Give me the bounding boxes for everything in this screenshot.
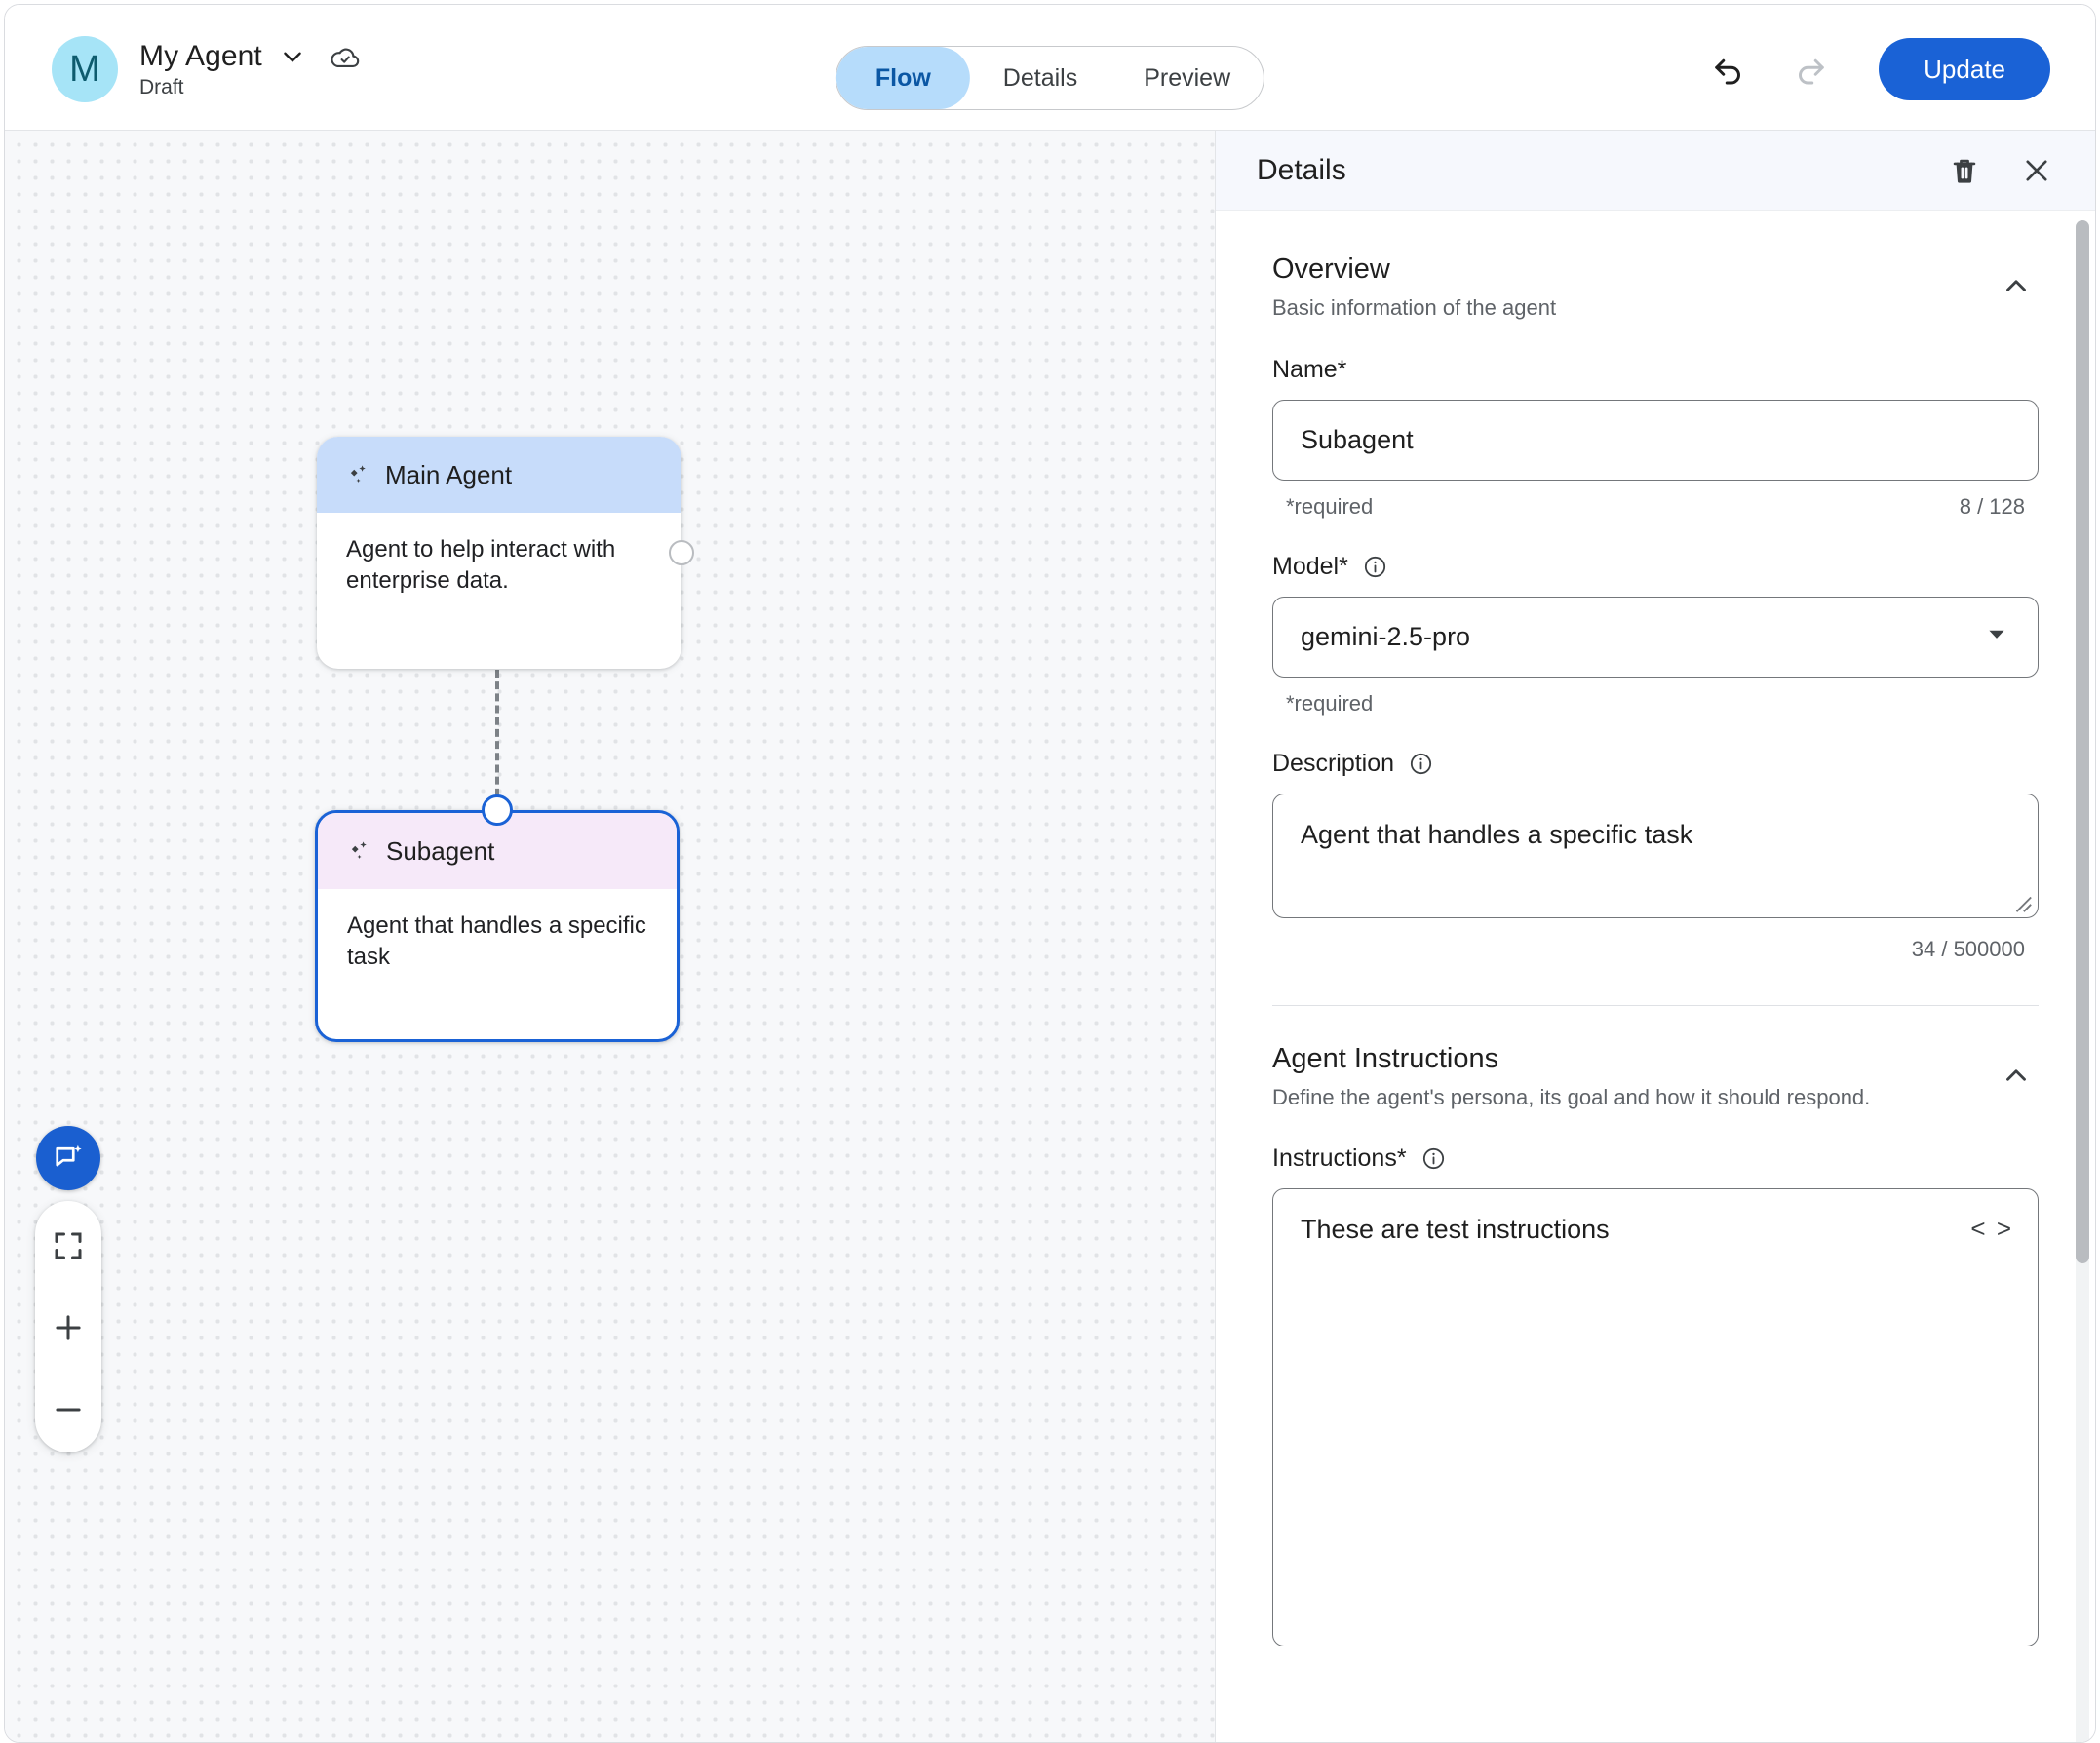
name-char-counter: 8 / 128 [1959,493,2025,519]
sparkle-icon [346,462,371,487]
node-subagent[interactable]: Subagent Agent that handles a specific t… [315,794,680,1042]
field-instructions: Instructions* < > [1272,1144,2039,1651]
overview-title: Overview [1272,253,1390,285]
tab-flow[interactable]: Flow [836,47,970,109]
close-icon[interactable] [2013,147,2060,194]
node-main-agent-header: Main Agent [317,437,681,513]
plus-icon[interactable] [45,1304,92,1351]
details-panel-scroll-area[interactable]: Overview Basic information of the agent … [1216,211,2095,1742]
model-label: Model* [1272,552,1348,580]
overview-subtitle: Basic information of the agent [1272,295,1557,320]
page-title: My Agent [139,39,262,72]
section-divider [1272,1004,2039,1006]
details-panel-scrollbar[interactable] [2076,220,2089,1742]
instructions-section-title: Agent Instructions [1272,1042,1499,1074]
trash-icon[interactable] [1941,147,1988,194]
agent-status: Draft [139,75,184,98]
cloud-done-icon [323,40,362,73]
node-main-agent-title: Main Agent [385,459,513,489]
sparkle-icon [347,838,372,864]
instructions-collapse-chevron-up-icon[interactable] [1994,1053,2039,1098]
details-panel-header: Details [1216,131,2095,211]
chat-sparkle-icon[interactable] [36,1126,100,1190]
redo-icon[interactable] [1789,48,1832,91]
top-bar: M My Agent Draft Flo [5,5,2095,131]
top-actions: Update [1707,38,2050,100]
connection-handle-right[interactable] [669,540,694,565]
field-name: Name* *required 8 / 128 [1272,356,2039,520]
node-subagent-title: Subagent [386,835,495,866]
name-input[interactable] [1272,399,2039,481]
description-label: Description [1272,749,1395,777]
description-char-counter: 34 / 500000 [1911,936,2025,961]
details-panel: Details [1215,131,2095,1742]
flow-canvas[interactable]: Main Agent Agent to help interact with e… [5,131,1215,1742]
node-subagent-header: Subagent [318,813,677,889]
details-panel-title: Details [1257,153,1346,186]
name-label: Name* [1272,355,1347,383]
instructions-section-header: Agent Instructions Define the agent's pe… [1272,1043,2039,1112]
model-select[interactable] [1272,596,2039,678]
update-button[interactable]: Update [1879,38,2050,100]
instructions-label: Instructions* [1272,1144,1407,1173]
instructions-info-icon[interactable] [1420,1145,1447,1172]
name-required-hint: *required [1286,493,1374,519]
view-mode-tabs: Flow Details Preview [835,46,1265,110]
tab-preview[interactable]: Preview [1144,63,1231,92]
fit-to-screen-icon[interactable] [45,1222,92,1269]
avatar: M [52,36,118,102]
chevron-down-icon[interactable] [280,44,305,69]
app-window: M My Agent Draft Flo [4,4,2096,1743]
edge-main-to-sub [495,670,499,808]
description-textarea[interactable] [1272,793,2039,918]
instructions-textarea[interactable] [1272,1188,2039,1647]
body: Main Agent Agent to help interact with e… [5,131,2095,1742]
tab-details[interactable]: Details [1002,63,1078,92]
minus-icon[interactable] [45,1386,92,1433]
scrollbar-thumb[interactable] [2076,220,2089,1263]
model-info-icon[interactable] [1362,554,1388,580]
agent-brand: M My Agent Draft [52,36,362,102]
zoom-controls [35,1201,101,1452]
node-main-agent-description: Agent to help interact with enterprise d… [346,536,616,594]
connection-handle-top[interactable] [482,794,513,826]
description-info-icon[interactable] [1408,751,1434,777]
field-model: Model* [1272,553,2039,717]
node-subagent-description: Agent that handles a specific task [347,912,646,970]
overview-section-header: Overview Basic information of the agent [1272,253,2039,323]
overview-collapse-chevron-up-icon[interactable] [1994,263,2039,308]
instructions-section-subtitle: Define the agent's persona, its goal and… [1272,1084,1871,1109]
model-required-hint: *required [1286,690,1374,716]
node-main-agent[interactable]: Main Agent Agent to help interact with e… [317,437,694,669]
field-description: Description [1272,750,2039,962]
code-brackets-icon[interactable]: < > [1970,1214,2013,1244]
undo-icon[interactable] [1707,48,1750,91]
